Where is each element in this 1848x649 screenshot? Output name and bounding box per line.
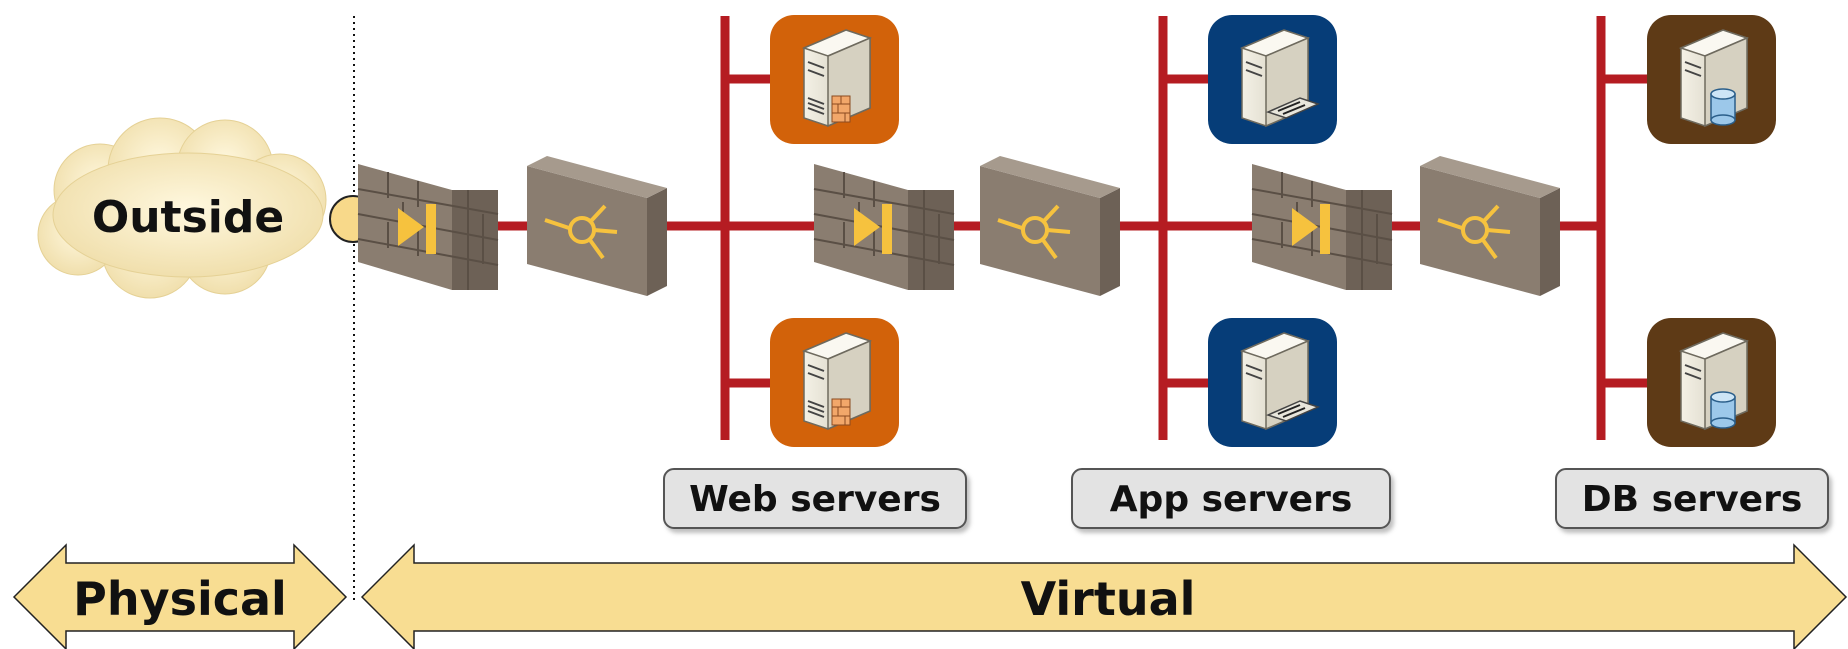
server-firewall-icon <box>801 332 873 431</box>
web-server-1 <box>770 15 899 144</box>
virtual-zone-label: Virtual <box>1021 572 1196 626</box>
outside-cloud: Outside <box>37 117 327 299</box>
outside-label: Outside <box>92 192 284 243</box>
firewall-2-icon <box>813 164 955 290</box>
app-tier: App servers <box>1071 15 1391 529</box>
app-servers-label-box: App servers <box>1071 468 1391 529</box>
server-network-card-icon <box>1239 332 1321 431</box>
web-server-2 <box>770 318 899 447</box>
server-network-card-icon <box>1239 29 1321 128</box>
app-servers-label: App servers <box>1110 479 1353 520</box>
server-firewall-icon <box>801 29 873 128</box>
physical-zone-arrow: Physical <box>12 543 348 649</box>
db-server-1 <box>1647 15 1776 144</box>
firewall-3-icon <box>1251 164 1393 290</box>
server-database-icon <box>1678 332 1750 431</box>
web-servers-label-box: Web servers <box>663 468 967 529</box>
db-tier: DB servers <box>1555 15 1829 529</box>
web-tier: Web servers <box>663 15 967 529</box>
load-balancer-3-icon <box>1420 156 1560 296</box>
db-servers-label: DB servers <box>1582 479 1803 520</box>
firewall-1-icon <box>357 164 499 290</box>
virtual-zone-arrow: Virtual <box>360 543 1848 649</box>
db-servers-label-box: DB servers <box>1555 468 1829 529</box>
db-server-2 <box>1647 318 1776 447</box>
load-balancer-1-icon <box>527 156 667 296</box>
server-database-icon <box>1678 29 1750 128</box>
load-balancer-2-icon <box>980 156 1120 296</box>
physical-zone-label: Physical <box>73 572 287 626</box>
app-server-2 <box>1208 318 1337 447</box>
app-server-1 <box>1208 15 1337 144</box>
web-servers-label: Web servers <box>689 479 941 520</box>
